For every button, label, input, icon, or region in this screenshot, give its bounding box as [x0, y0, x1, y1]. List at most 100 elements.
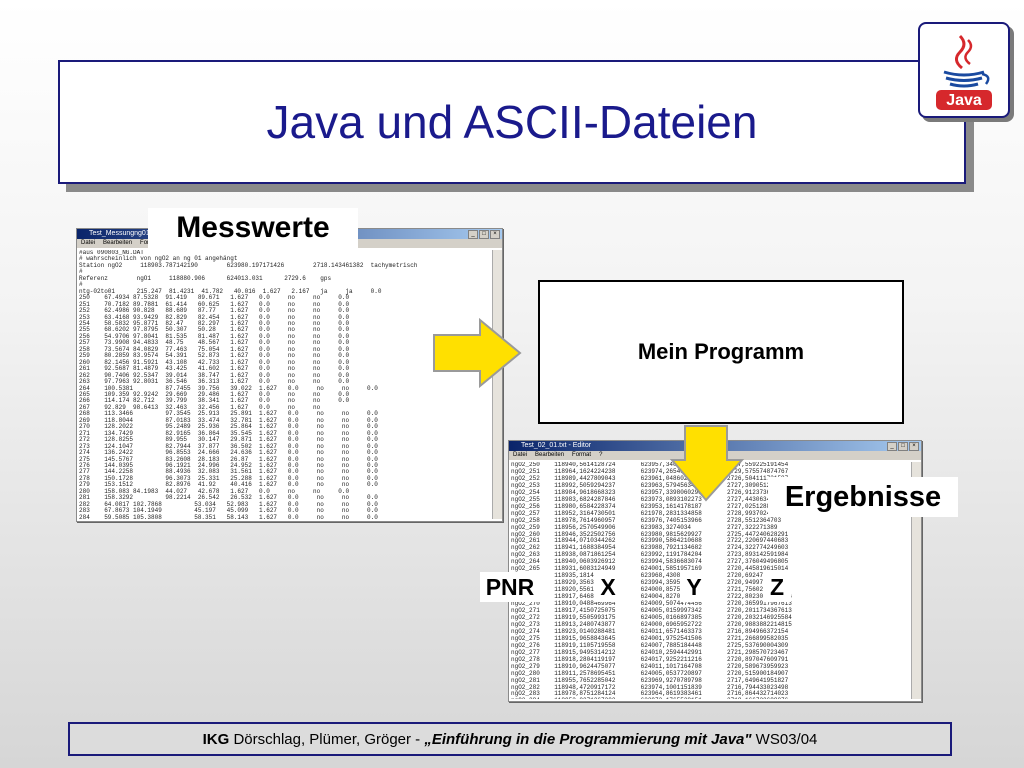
output-file-line: ngO2_265 118931,6083124949 624001,585195… — [511, 565, 789, 573]
input-file-line: 251 70.7182 89.7881 61.414 60.625 1.627 … — [79, 300, 350, 308]
output-file-line: ngO2_258 118978,7614960957 623976,740515… — [511, 516, 782, 524]
input-file-line: # — [79, 281, 83, 289]
output-file-line: ngO2_275 118915,9658843645 624001,975254… — [511, 634, 789, 642]
output-file-line: ngO2_274 118923,0140288481 624011,657146… — [511, 627, 789, 635]
footer-authors: Dörschlag, Plümer, Gröger - — [233, 730, 425, 748]
input-file-line: 266 114.174 82.712 39.799 38.341 1.627 0… — [79, 397, 350, 405]
footer-text: IKG Dörschlag, Plümer, Gröger - „Einführ… — [203, 731, 818, 748]
output-file-line: ngO2_281 118955,7652285042 623969,927078… — [511, 676, 789, 684]
output-window-scrollbar[interactable] — [911, 462, 921, 699]
output-file-line: ngO2_252 118989,4427809043 623961,048602… — [511, 474, 789, 482]
output-file-line: ngO2_282 118948,4720917172 623974,100115… — [511, 683, 789, 691]
output-file-line: ngO2_257 118952,3164730501 621978,283133… — [511, 509, 782, 517]
java-logo: Java — [918, 22, 1010, 118]
column-label-pnr: PNR — [480, 572, 540, 602]
slide-title-box: Java und ASCII-Dateien — [58, 60, 966, 184]
input-file-line: 255 68.6202 97.8795 50.307 50.28 1.627 0… — [79, 326, 350, 334]
input-file-line: 270 128.2022 95.2489 25.936 25.864 1.627… — [79, 423, 378, 431]
input-file-line: 278 150.1728 96.3073 25.331 25.288 1.627… — [79, 474, 378, 482]
input-file-line: 254 58.5832 95.8771 82.47 82.297 1.627 0… — [79, 319, 350, 327]
java-cup-icon: Java — [936, 34, 992, 110]
input-file-line: 262 90.7406 92.5347 39.014 38.747 1.627 … — [79, 371, 350, 379]
program-box: Mein Programm — [538, 280, 904, 424]
output-file-line: ngO2_254 118984,9618668323 623957,339806… — [511, 488, 789, 496]
input-file-line: # — [79, 268, 83, 276]
menu-bearbeiten[interactable]: Bearbeiten — [535, 452, 565, 458]
input-file-line: #aus 090803_NG.DAT — [79, 250, 144, 256]
output-file-line: ngO2_259 118956,2570549906 623983,327403… — [511, 523, 778, 531]
menu-format[interactable]: Format — [572, 452, 592, 458]
input-file-line: 280 158.083 84.1983 44.027 42.678 1.627 … — [79, 487, 350, 495]
output-file-line: ngO2_250 118940,5614128724 623957,340913… — [511, 462, 789, 468]
down-arrow-icon — [670, 425, 744, 502]
close-icon[interactable]: × — [909, 442, 919, 451]
input-window-title: Test_Messungng01_ws... — [89, 230, 168, 237]
input-file-line: 274 136.2422 96.8553 24.666 24.636 1.627… — [79, 449, 378, 457]
input-file-line: Referenz ngO1 118880.906 624013.031 2729… — [79, 274, 332, 282]
input-file-line: 269 118.8044 87.0183 33.474 32.781 1.627… — [79, 416, 378, 424]
output-file-line: ngO2_253 118992,5059294237 623963,579456… — [511, 481, 789, 489]
minimize-icon[interactable]: _ — [468, 230, 478, 239]
menu-bearbeiten[interactable]: Bearbeiten — [103, 240, 133, 246]
input-file-line: ntg-02to01 215.247 81.4231 41.782 40.016… — [79, 287, 382, 295]
output-window-title: Test_02_01.txt - Editor — [521, 442, 592, 449]
input-file-line: 252 62.4986 90.828 88.689 87.77 1.627 0.… — [79, 307, 350, 315]
output-file-line: ngO2_263 118938,0871861254 623992,119178… — [511, 551, 789, 559]
input-file-line: 272 128.8255 89.955 30.147 29.871 1.627 … — [79, 436, 378, 444]
output-file-line: ngO2_255 118983,6824287846 623973,089310… — [511, 495, 789, 503]
output-file-line: ngO2_280 118911,2578695451 624005,053772… — [511, 669, 789, 677]
input-file-content[interactable]: #aus 090803_NG.DAT# wahrscheinlich von n… — [79, 250, 492, 519]
input-file-line: 276 144.0395 96.1921 24.996 24.952 1.627… — [79, 461, 378, 469]
output-file-line: ngO2_271 118917,4150725075 624005,015999… — [511, 607, 792, 615]
input-file-line: 284 59.5085 105.3808 58.351 58.143 1.627… — [79, 513, 378, 519]
output-file-line: ngO2_277 118915,9495314212 624010,259444… — [511, 648, 789, 656]
input-file-line: 279 153.1512 82.8976 41.92 40.416 1.627 … — [79, 481, 378, 489]
footer-term: WS03/04 — [751, 730, 818, 748]
input-window-scrollbar[interactable] — [492, 250, 502, 519]
input-file-line: 267 92.829 98.6413 32.463 32.456 1.627 0… — [79, 403, 321, 411]
minimize-icon[interactable]: _ — [887, 442, 897, 451]
output-file-line: ngO2_264 118940,0603926912 623994,583668… — [511, 558, 789, 566]
messwerte-label: Messwerte — [148, 208, 358, 248]
input-file-line: 256 54.9706 97.8041 81.535 81.487 1.627 … — [79, 332, 350, 340]
column-label-x: X — [594, 572, 622, 602]
maximize-icon[interactable]: □ — [479, 230, 489, 239]
input-file-line: 281 158.3292 98.2214 26.542 26.532 1.627… — [79, 494, 378, 502]
input-file-line: 253 63.4168 93.9429 82.829 82.454 1.627 … — [79, 313, 350, 321]
maximize-icon[interactable]: □ — [898, 442, 908, 451]
output-file-line: ngO2_279 118910,9624475077 624011,101716… — [511, 662, 789, 670]
program-label: Mein Programm — [637, 339, 805, 364]
output-file-line: ngO2_256 118980,6584228374 623953,161417… — [511, 502, 789, 510]
input-file-line: 265 109.359 92.9242 29.669 29.486 1.627 … — [79, 390, 350, 398]
input-file-line: 250 67.4934 87.5328 91.419 89.671 1.627 … — [79, 294, 350, 302]
output-file-line: ngO2_261 118944,0710344262 623990,586421… — [511, 537, 789, 545]
output-file-line: ngO2_262 118941,1688384954 623988,792113… — [511, 544, 789, 552]
input-file-line: 271 134.7429 82.9165 36.864 35.545 1.627… — [79, 429, 378, 437]
input-file-line: 259 80.2859 83.9574 54.391 52.873 1.627 … — [79, 352, 350, 360]
input-file-line: 260 82.1456 91.5921 43.108 42.733 1.627 … — [79, 358, 350, 366]
input-file-line: 258 73.5674 84.0829 77.463 75.054 1.627 … — [79, 345, 350, 353]
footer-course: „Einführung in die Programmierung mit Ja… — [424, 730, 752, 748]
output-file-line: ngO2_251 118964,1624224238 623974,265482… — [511, 467, 789, 475]
output-file-line: ngO2_273 118913,2480743877 624000,696595… — [511, 620, 792, 628]
slide-footer: IKG Dörschlag, Plümer, Gröger - „Einführ… — [68, 722, 952, 756]
output-file-line: ngO2_276 118919,1105719558 624007,788518… — [511, 641, 789, 649]
input-file-line: # wahrscheinlich von ngO2 an ng 01 angeh… — [79, 255, 238, 263]
output-file-line: ngO2_278 118918,2804119197 624017,925221… — [511, 655, 789, 663]
input-file-line: 283 67.8673 104.1949 45.197 45.099 1.627… — [79, 507, 378, 515]
close-icon[interactable]: × — [490, 230, 500, 239]
slide-title: Java und ASCII-Dateien — [266, 96, 758, 148]
input-file-line: 264 100.5381 87.7455 39.756 39.022 1.627… — [79, 384, 378, 392]
right-arrow-icon — [433, 318, 522, 388]
output-file-line: ngO2_270 118910,0488469964 624009,507447… — [511, 600, 792, 608]
column-label-y: Y — [680, 572, 708, 602]
output-file-line: ngO2_260 118946,3522502756 623980,981562… — [511, 530, 789, 538]
menu-help[interactable]: ? — [599, 452, 603, 458]
input-file-line: 277 144.2258 88.4936 32.083 31.561 1.627… — [79, 468, 378, 476]
input-file-line: Station ngO2 118903.787142190 623980.197… — [79, 261, 418, 269]
menu-datei[interactable]: Datei — [81, 240, 96, 246]
menu-datei[interactable]: Datei — [513, 452, 528, 458]
java-logo-text: Java — [946, 92, 982, 109]
input-file-line: 261 92.5687 81.4879 43.425 41.602 1.627 … — [79, 365, 350, 373]
input-file-line: 282 64.0817 102.7868 53.034 52.983 1.627… — [79, 500, 378, 508]
